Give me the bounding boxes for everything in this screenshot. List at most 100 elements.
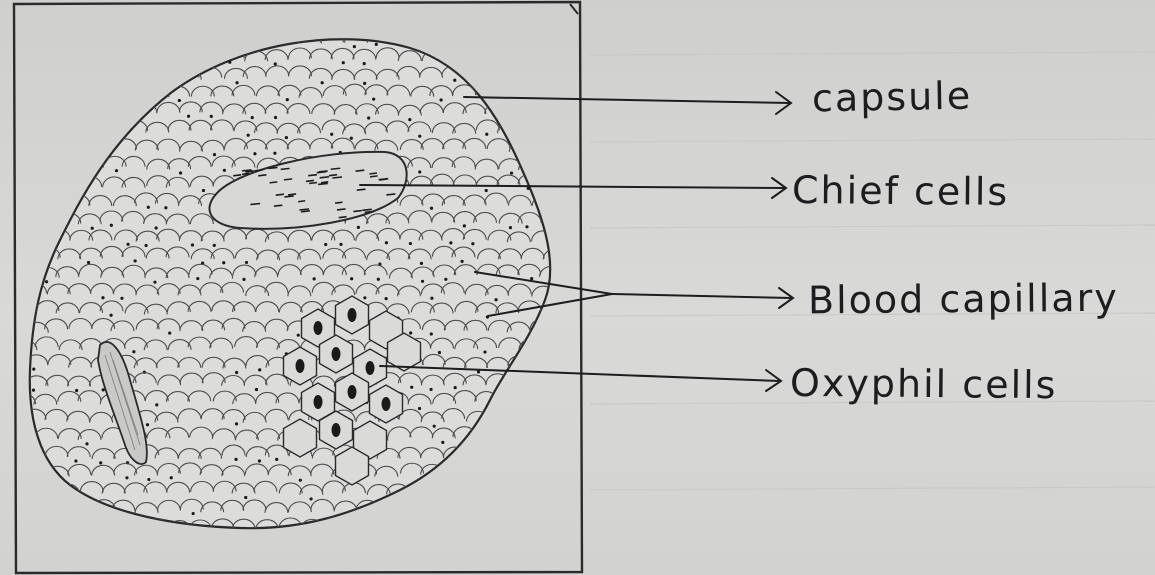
cell-nucleus-dot — [192, 512, 195, 515]
cell-nucleus-dot — [472, 61, 475, 64]
cell-nucleus-dot — [146, 423, 149, 426]
cell-outline — [554, 141, 577, 151]
cell-nucleus-dot — [485, 189, 488, 192]
cell-outline — [190, 32, 213, 42]
cell-nucleus-dot — [558, 512, 561, 515]
cell-nucleus-dot — [363, 62, 366, 65]
cell-nucleus-dot — [154, 226, 157, 229]
cell-nucleus-dot — [202, 189, 205, 192]
cell-nucleus-dot — [274, 62, 277, 65]
cell-outline — [254, 33, 277, 43]
cell-outline — [91, 70, 114, 80]
cell-outline — [508, 464, 531, 474]
chief-cell-dash — [365, 211, 374, 212]
cell-nucleus-dot — [363, 82, 366, 85]
cell-outline — [79, 124, 102, 134]
cell-outline — [46, 499, 69, 509]
cell-nucleus-dot — [102, 388, 105, 391]
cell-outline — [134, 48, 157, 58]
cell-nucleus-dot — [324, 243, 327, 246]
chief-cell-dash — [258, 175, 266, 176]
cell-outline — [25, 193, 48, 203]
cell-outline — [551, 500, 574, 510]
cell-outline — [58, 175, 81, 185]
cell-nucleus-dot — [210, 115, 213, 118]
chief-cell-dash — [339, 217, 347, 218]
cell-nucleus-dot — [170, 476, 173, 479]
cell-nucleus-dot — [245, 261, 248, 264]
cell-outline — [14, 85, 37, 95]
cell-nucleus-dot — [273, 152, 276, 155]
cell-outline — [540, 121, 563, 131]
cell-outline — [16, 210, 39, 220]
cell-outline — [521, 124, 544, 134]
cell-outline — [103, 122, 126, 132]
cell-outline — [554, 229, 577, 239]
cell-nucleus-dot — [242, 278, 245, 281]
cell-outline — [420, 501, 443, 511]
cell-nucleus-dot — [155, 403, 158, 406]
label-chief-cells: Chief cells — [792, 171, 1010, 211]
cell-nucleus-dot — [89, 97, 92, 100]
oxyphil-nucleus — [332, 423, 341, 437]
cell-outline — [35, 32, 58, 42]
cell-outline — [69, 69, 92, 79]
cell-nucleus-dot — [179, 171, 182, 174]
cell-nucleus-dot — [30, 242, 33, 245]
cell-outline — [499, 34, 522, 44]
chief-cell-dash — [356, 170, 365, 171]
cell-outline — [36, 517, 59, 527]
cell-outline — [81, 32, 104, 42]
cell-nucleus-dot — [99, 461, 102, 464]
chief-cell-dash — [274, 205, 282, 206]
cell-nucleus-dot — [350, 277, 353, 280]
cell-nucleus-dot — [228, 61, 231, 64]
cell-nucleus-dot — [385, 241, 388, 244]
cell-nucleus-dot — [409, 242, 412, 245]
cell-nucleus-dot — [166, 61, 169, 64]
cell-outline — [531, 140, 554, 150]
cell-outline — [23, 229, 46, 239]
cell-outline — [518, 391, 541, 401]
chief-cell-dash — [298, 201, 305, 202]
cell-outline — [24, 141, 47, 151]
cell-outline — [499, 518, 522, 528]
cell-nucleus-dot — [66, 188, 69, 191]
chief-cell-dash — [308, 175, 317, 176]
cell-nucleus-dot — [332, 530, 335, 533]
cell-nucleus-dot — [134, 259, 137, 262]
cell-outline — [553, 448, 576, 458]
cell-nucleus-dot — [357, 226, 360, 229]
cell-outline — [508, 375, 531, 385]
cell-nucleus-dot — [47, 44, 50, 47]
cell-nucleus-dot — [235, 422, 238, 425]
cell-nucleus-dot — [247, 134, 250, 137]
cell-nucleus-dot — [67, 173, 70, 176]
cell-outline — [463, 48, 486, 58]
cell-outline — [210, 34, 233, 44]
cell-outline — [388, 32, 411, 42]
chief-cell-dash — [318, 183, 328, 184]
cell-outline — [46, 139, 69, 149]
cell-outline — [15, 159, 38, 169]
cell-nucleus-dot — [418, 407, 421, 410]
cell-outline — [59, 518, 82, 528]
cell-nucleus-dot — [420, 262, 423, 265]
cell-nucleus-dot — [408, 118, 411, 121]
cell-nucleus-dot — [235, 371, 238, 374]
cell-nucleus-dot — [251, 116, 254, 119]
cell-nucleus-dot — [144, 244, 147, 247]
cell-outline — [463, 500, 486, 510]
cell-nucleus-dot — [311, 532, 314, 535]
cell-outline — [431, 33, 454, 43]
oxyphil-nucleus — [366, 361, 375, 375]
cell-outline — [59, 160, 82, 170]
cell-nucleus-dot — [125, 476, 128, 479]
cell-outline — [551, 409, 574, 419]
cell-outline — [78, 85, 101, 95]
chief-cell-dash — [233, 175, 241, 176]
cell-outline — [542, 430, 565, 440]
cell-nucleus-dot — [509, 405, 512, 408]
cell-outline — [486, 411, 509, 421]
cell-outline — [124, 30, 147, 40]
